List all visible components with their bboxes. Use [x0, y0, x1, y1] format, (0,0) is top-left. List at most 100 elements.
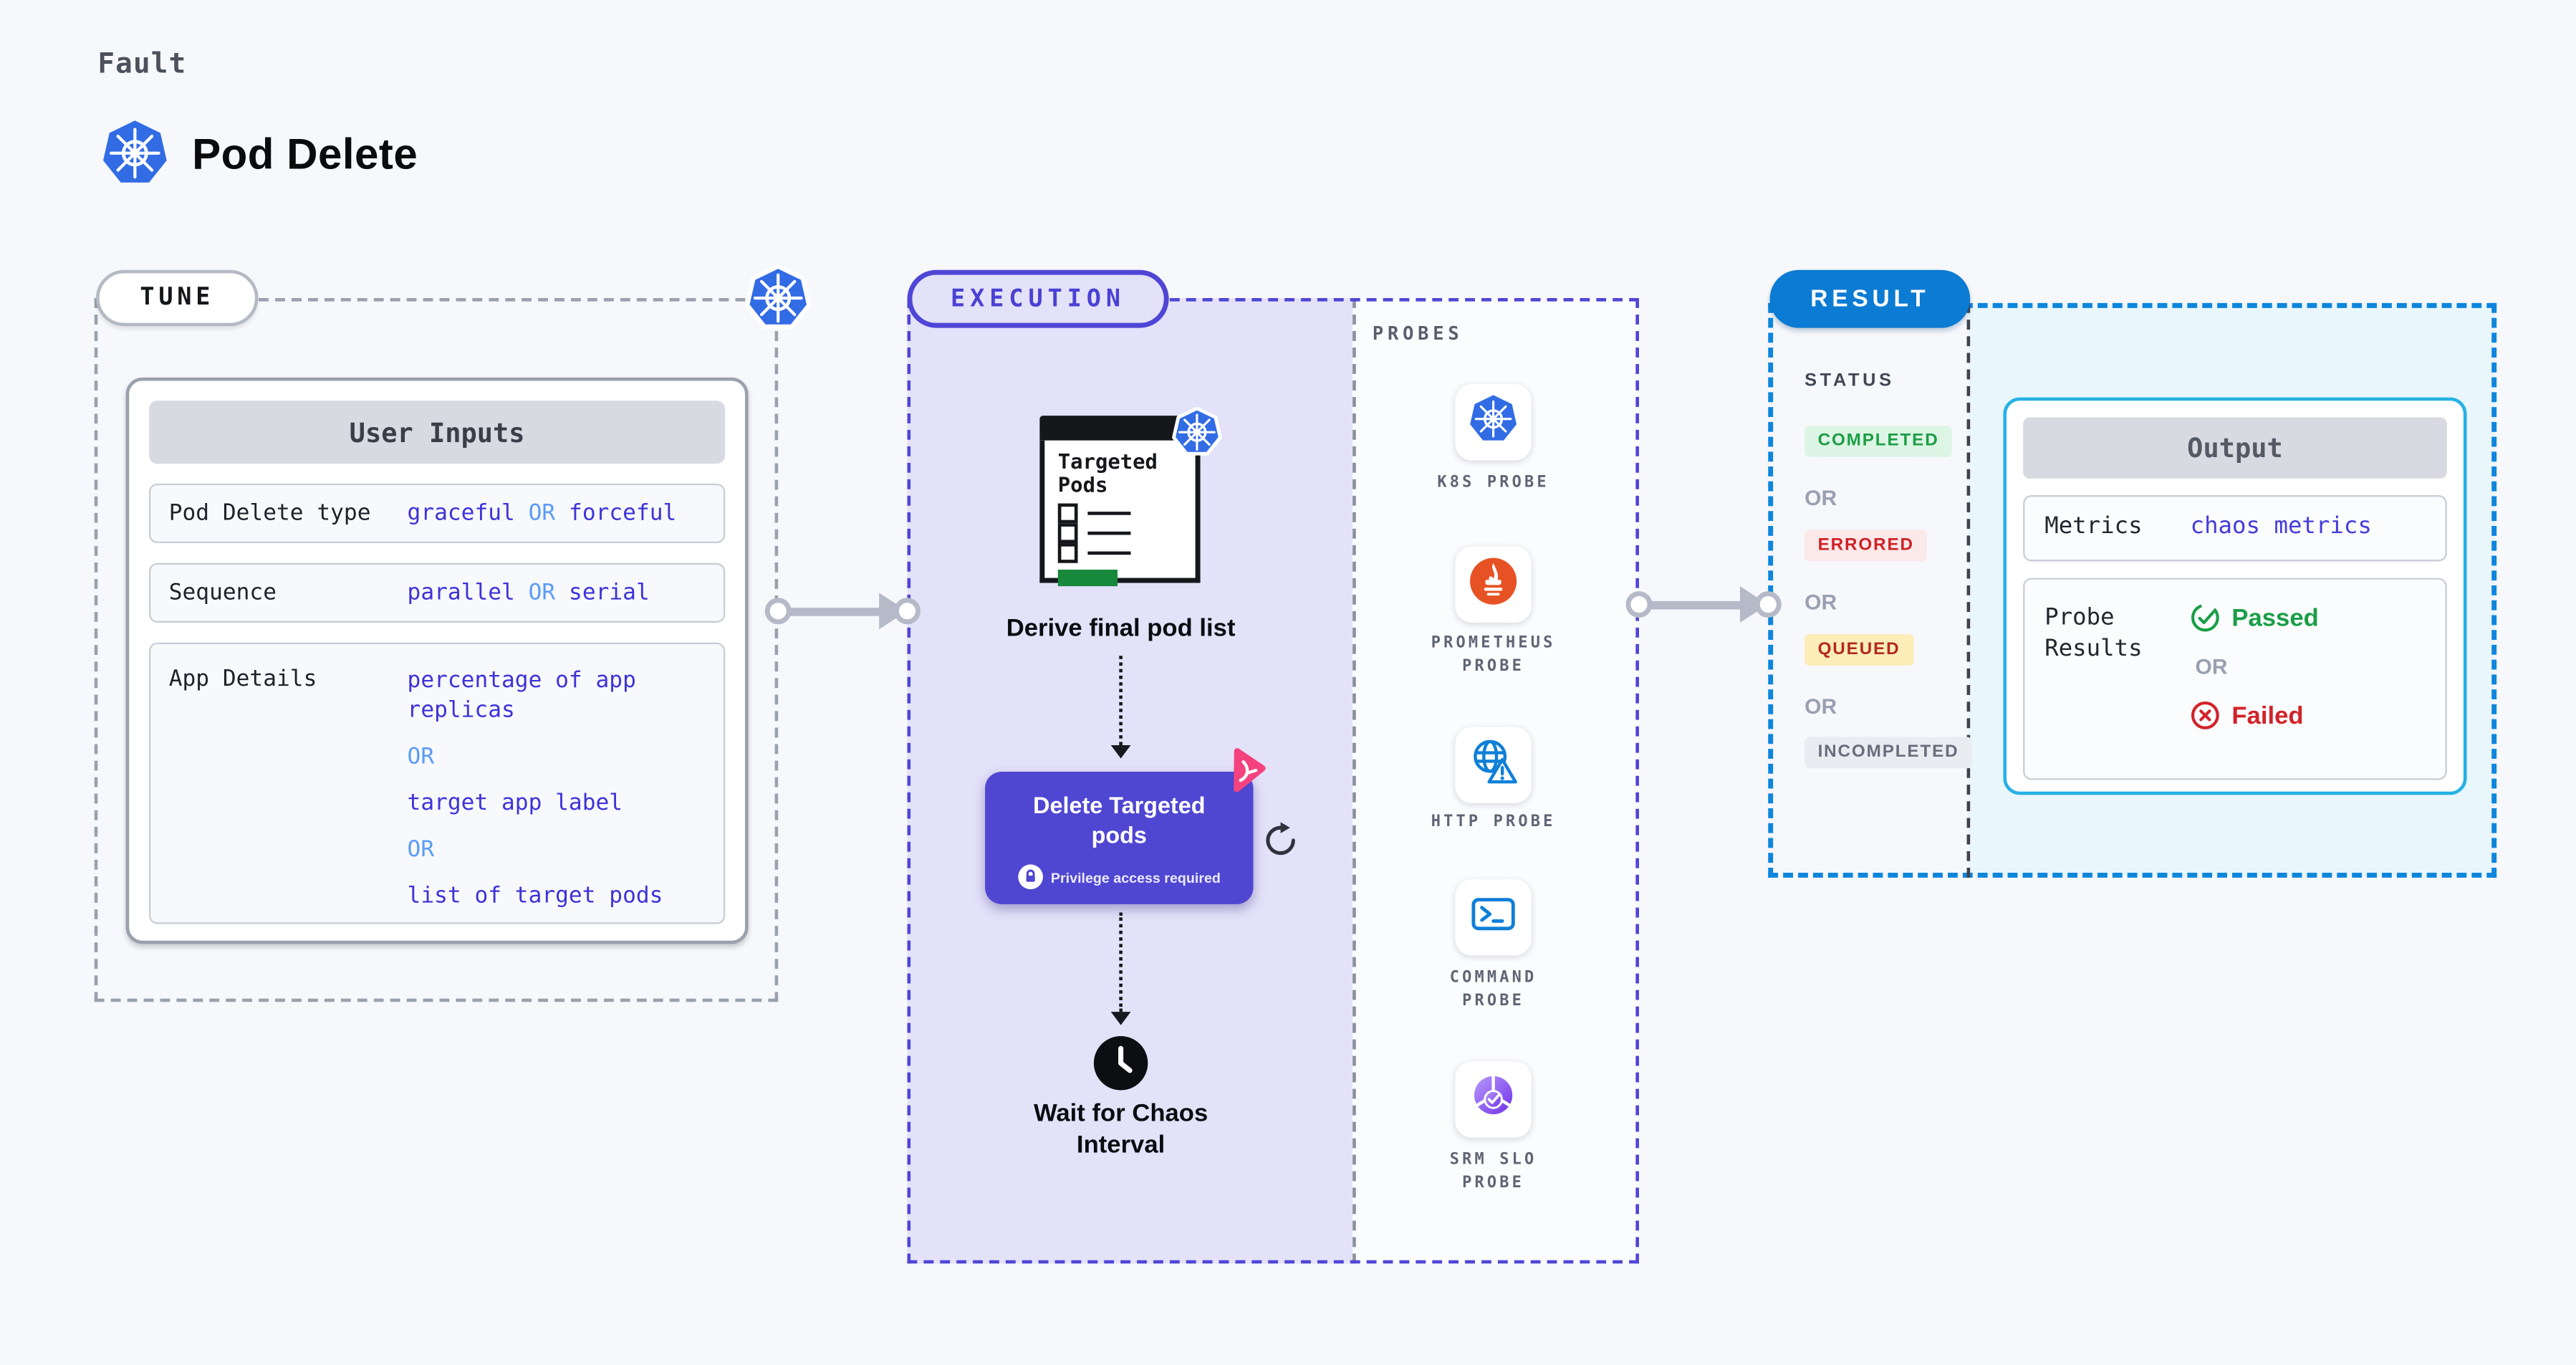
- fault-eyebrow: Fault: [97, 48, 187, 82]
- checklist-item: [1057, 523, 1196, 544]
- or-word: OR: [2195, 653, 2228, 679]
- probe-label: PROMETHEUS PROBE: [1431, 634, 1556, 675]
- passed-result: Passed: [2191, 603, 2319, 633]
- row-value: graceful OR forceful: [408, 500, 677, 527]
- delete-card-title: Delete Targeted pods: [1033, 791, 1206, 848]
- execution-badge: EXECUTION: [907, 269, 1169, 328]
- passed-label: Passed: [2231, 603, 2319, 632]
- clock-icon: [1092, 1035, 1149, 1091]
- document-title: Targeted Pods: [1057, 449, 1158, 497]
- metrics-value: chaos metrics: [2190, 513, 2372, 540]
- checklist: [1057, 503, 1196, 563]
- result-divider: [1966, 302, 1971, 878]
- probe-label: HTTP PROBE: [1431, 813, 1556, 832]
- kubernetes-corner-icon: [744, 264, 812, 331]
- failed-label: Failed: [2231, 701, 2304, 730]
- row-value: percentage of app replicas OR target app…: [408, 666, 709, 911]
- row-value: parallel OR serial: [408, 580, 650, 606]
- output-card: Output Metrics chaos metrics Probe Resul…: [2003, 397, 2467, 795]
- status-badge-errored: ERRORED: [1804, 529, 1928, 561]
- chaos-icon: [1220, 747, 1269, 796]
- passed-check-icon: [2191, 603, 2221, 633]
- derive-pod-list-label: Derive final pod list: [1006, 614, 1236, 643]
- kubernetes-logo: [101, 119, 169, 187]
- http-globe-icon: [1467, 734, 1520, 796]
- or-word: OR: [407, 743, 435, 770]
- lock-icon: [1017, 864, 1043, 890]
- privilege-note-text: Privilege access required: [1050, 868, 1221, 886]
- connector-endpoint: [764, 597, 791, 624]
- connector-line: [1638, 600, 1740, 609]
- output-row-metrics: Metrics chaos metrics: [2023, 495, 2447, 562]
- kubernetes-icon: [1469, 393, 1518, 451]
- row-label: Probe Results: [2044, 604, 2143, 663]
- row-label: App Details: [168, 666, 317, 693]
- delete-targeted-pods-card: Delete Targeted pods Privilege access re…: [985, 771, 1254, 904]
- kubernetes-doc-icon: [1172, 406, 1222, 457]
- user-inputs-card: User Inputs Pod Delete type graceful OR …: [125, 377, 749, 944]
- or-word: OR: [1804, 485, 1837, 510]
- privilege-note: Privilege access required: [985, 864, 1253, 890]
- value-option: forceful: [569, 499, 677, 527]
- page-title: Pod Delete: [192, 129, 418, 179]
- probe-label: COMMAND PROBE: [1449, 968, 1537, 1010]
- output-title: Output: [2187, 432, 2283, 464]
- execution-badge-label: EXECUTION: [951, 285, 1126, 312]
- input-row-pod-delete-type: Pod Delete type graceful OR forceful: [148, 483, 726, 544]
- row-label: Pod Delete type: [168, 499, 371, 527]
- prometheus-icon: [1467, 554, 1520, 616]
- input-row-sequence: Sequence parallel OR serial: [148, 562, 726, 623]
- row-label: Metrics: [2044, 513, 2143, 540]
- targeted-pods-document: Targeted Pods: [1039, 416, 1201, 588]
- probe-label: K8S PROBE: [1437, 473, 1549, 492]
- result-badge: RESULT: [1769, 269, 1971, 328]
- value-option: list of target pods: [407, 882, 663, 909]
- probe-card-srm-slo: [1455, 1061, 1532, 1138]
- srm-slo-icon: [1467, 1069, 1520, 1131]
- connector-line: [778, 607, 883, 616]
- status-badge-incompleted: INCOMPLETED: [1804, 736, 1973, 768]
- loop-icon: [1261, 821, 1299, 859]
- progress-bar: [1057, 570, 1118, 587]
- or-word: OR: [407, 836, 435, 863]
- output-row-probe-results: Probe Results Passed OR: [2023, 578, 2447, 780]
- probe-card-http: [1455, 727, 1532, 803]
- wait-chaos-interval-label: Wait for Chaos Interval: [1033, 1099, 1208, 1159]
- checklist-item: [1057, 543, 1196, 563]
- input-row-app-details: App Details percentage of app replicas O…: [148, 642, 726, 924]
- value-option: serial: [569, 579, 650, 606]
- flow-dotted-arrowhead: [1110, 744, 1130, 759]
- tune-badge-label: TUNE: [140, 284, 215, 312]
- failed-result: Failed: [2191, 701, 2319, 731]
- checklist-item: [1057, 503, 1196, 524]
- status-heading: STATUS: [1804, 370, 1895, 391]
- value-option: percentage of app replicas: [407, 667, 636, 724]
- value-option: parallel: [407, 579, 515, 606]
- user-inputs-title: User Inputs: [349, 416, 525, 449]
- tune-badge: TUNE: [96, 269, 259, 327]
- probe-card-prometheus: [1455, 546, 1532, 623]
- connector-endpoint: [893, 597, 920, 624]
- probe-results-values: Passed OR Failed: [2191, 603, 2319, 730]
- flow-dotted-arrow: [1118, 656, 1122, 745]
- probe-card-command: [1455, 879, 1532, 956]
- result-badge-label: RESULT: [1810, 285, 1930, 312]
- user-inputs-header: User Inputs: [148, 401, 726, 464]
- flow-dotted-arrow: [1118, 912, 1122, 1012]
- flow-dotted-arrowhead: [1110, 1012, 1130, 1025]
- value-option: graceful: [407, 499, 515, 527]
- output-header: Output: [2023, 417, 2447, 479]
- or-word: OR: [528, 499, 556, 527]
- or-word: OR: [528, 579, 556, 606]
- probe-label: SRM SLO PROBE: [1449, 1151, 1537, 1192]
- or-word: OR: [1804, 694, 1837, 719]
- terminal-icon: [1469, 889, 1518, 947]
- or-word: OR: [1804, 589, 1837, 615]
- probes-heading: PROBES: [1372, 322, 1464, 345]
- value-option: target app label: [407, 790, 623, 817]
- connector-endpoint: [1625, 590, 1652, 617]
- status-badge-completed: COMPLETED: [1804, 424, 1953, 456]
- connector-endpoint: [1754, 590, 1781, 617]
- status-badge-queued: QUEUED: [1804, 633, 1914, 665]
